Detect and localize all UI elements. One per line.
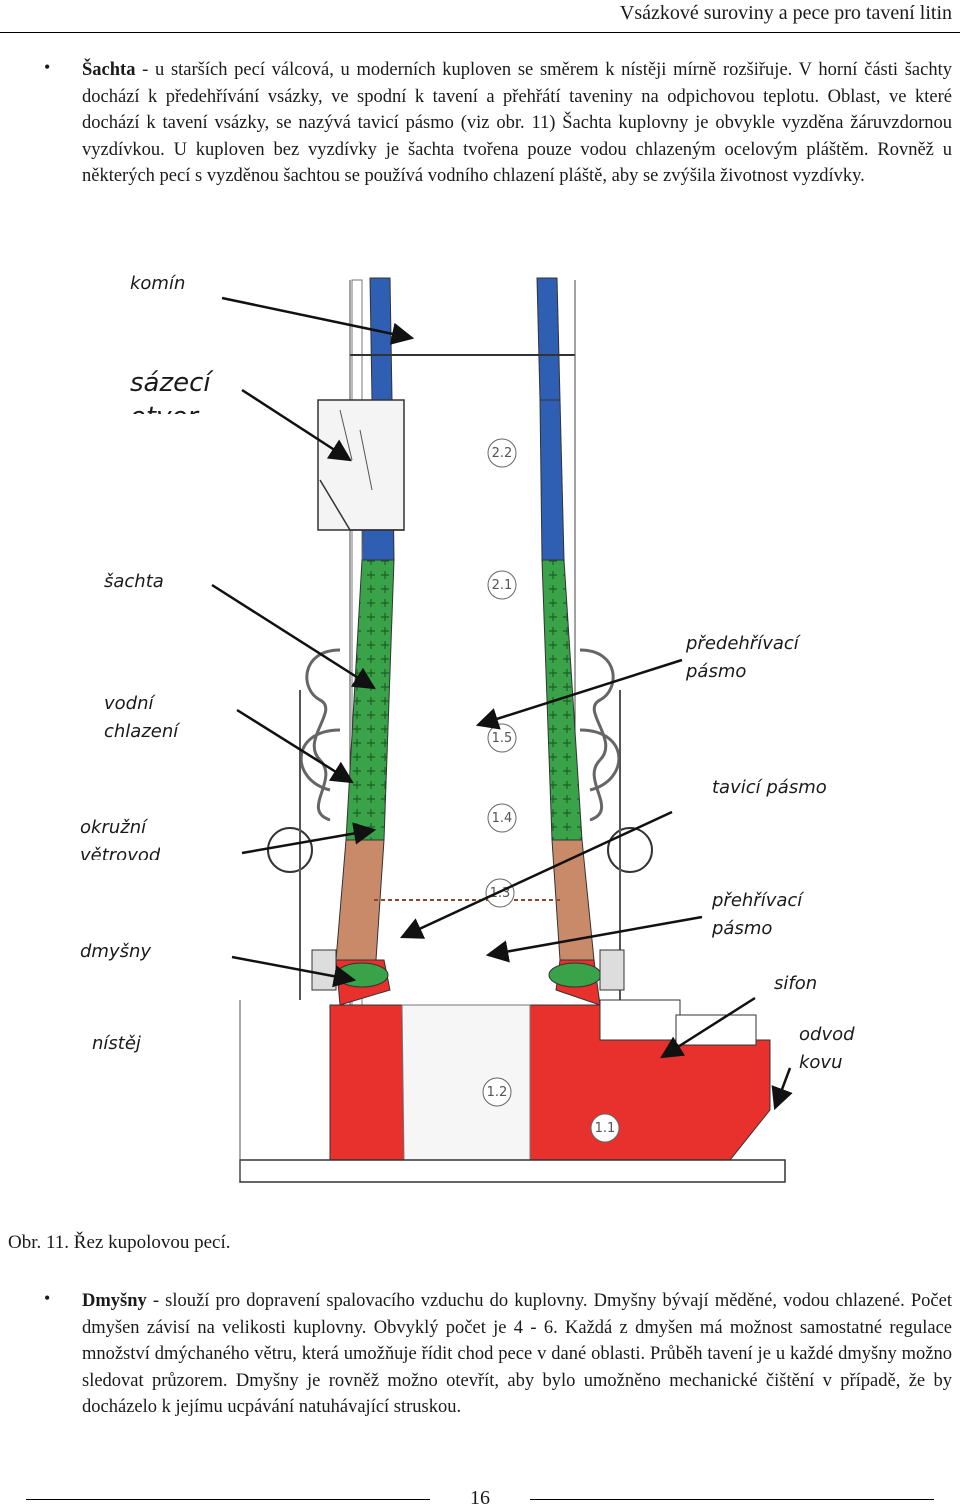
- label-prehrivaci-line2: pásmo: [712, 918, 773, 939]
- charging-door: [317, 399, 405, 531]
- leader-arrows: [211, 296, 793, 1111]
- label-odvod-line1: odvod: [799, 1024, 855, 1045]
- wind-belt: [267, 690, 653, 1000]
- page-header: Vsázkové suroviny a pece pro tavení liti…: [0, 0, 960, 34]
- zone-marker: 1.1: [590, 1113, 620, 1143]
- label-vodni-chlazeni: vodní chlazení: [104, 690, 178, 746]
- footer-rule-left: [26, 1499, 430, 1500]
- label-predehrivaci-line2: pásmo: [686, 661, 747, 682]
- label-vodni-line2: chlazení: [104, 721, 179, 742]
- svg-text:1.2: 1.2: [487, 1085, 508, 1100]
- svg-text:1.4: 1.4: [492, 811, 513, 826]
- svg-text:2.1: 2.1: [492, 578, 513, 593]
- term-sachta: Šachta: [82, 60, 136, 80]
- header-rule: [0, 32, 960, 33]
- svg-text:1.5: 1.5: [492, 731, 513, 746]
- paragraph-sachta: Šachta - u starších pecí válcová, u mode…: [82, 57, 952, 190]
- paragraph-sachta-text: - u starších pecí válcová, u moderních k…: [82, 60, 952, 187]
- label-sachta: šachta: [104, 571, 164, 592]
- cupola-diagram: 2.2 2.1 1.5 1.4 1.3 1.2 1.1: [211, 277, 793, 1183]
- zone-marker: 1.5: [487, 723, 517, 753]
- zone-markers: 2.2 2.1 1.5 1.4 1.3 1.2 1.1: [482, 438, 620, 1143]
- label-predehrivaci-pasmo: předehřívací pásmo: [686, 630, 799, 686]
- label-komin: komín: [130, 273, 186, 294]
- label-sazeci-otvor: sázecí otvor: [130, 366, 211, 414]
- svg-text:2.2: 2.2: [492, 446, 513, 461]
- label-sazeci-line2: otvor: [130, 400, 211, 414]
- label-nistej: nístěj: [92, 1033, 141, 1054]
- bullet-icon: •: [44, 1288, 51, 1308]
- label-odvod-kovu: odvod kovu: [799, 1021, 855, 1077]
- zone-marker: 2.2: [487, 438, 517, 468]
- page-number: 16: [470, 1487, 490, 1509]
- label-dmysny: dmyšny: [80, 941, 152, 962]
- term-dmysny: Dmyšny: [82, 1291, 147, 1311]
- running-title: Vsázkové suroviny a pece pro tavení liti…: [619, 2, 952, 24]
- label-tavici-pasmo: tavicí pásmo: [712, 777, 827, 798]
- zone-marker: 1.2: [482, 1077, 512, 1107]
- footer-rule-right: [530, 1499, 934, 1500]
- label-sifon: sifon: [774, 973, 818, 994]
- label-okruzni-line1: okružní: [80, 817, 147, 838]
- paragraph-dmysny-text: - slouží pro dopravení spalovacího vzduc…: [82, 1291, 952, 1418]
- figure-cupola-section: 2.2 2.1 1.5 1.4 1.3 1.2 1.1 komín sázecí…: [0, 260, 960, 1220]
- svg-text:1.1: 1.1: [595, 1121, 616, 1136]
- label-sazeci-line1: sázecí: [130, 368, 211, 398]
- water-cooling-pipes: [299, 648, 621, 822]
- label-okruzni-line2: větrovod: [80, 845, 161, 860]
- shaft-walls: [335, 559, 595, 961]
- label-vodni-line1: vodní: [104, 693, 154, 714]
- hearth: [239, 999, 786, 1183]
- label-prehrivaci-line1: přehřívací: [712, 890, 803, 911]
- label-prehrivaci-pasmo: přehřívací pásmo: [712, 887, 802, 943]
- zone-marker: 1.4: [487, 803, 517, 833]
- figure-caption: Obr. 11. Řez kupolovou pecí.: [8, 1232, 231, 1253]
- label-okruzni-vetrovod: okružní větrovod: [80, 814, 160, 860]
- label-odvod-line2: kovu: [799, 1052, 843, 1073]
- zone-marker: 2.1: [487, 570, 517, 600]
- label-predehrivaci-line1: předehřívací: [686, 633, 799, 654]
- bullet-icon: •: [44, 57, 51, 77]
- paragraph-dmysny: Dmyšny - slouží pro dopravení spalovacíh…: [82, 1288, 952, 1421]
